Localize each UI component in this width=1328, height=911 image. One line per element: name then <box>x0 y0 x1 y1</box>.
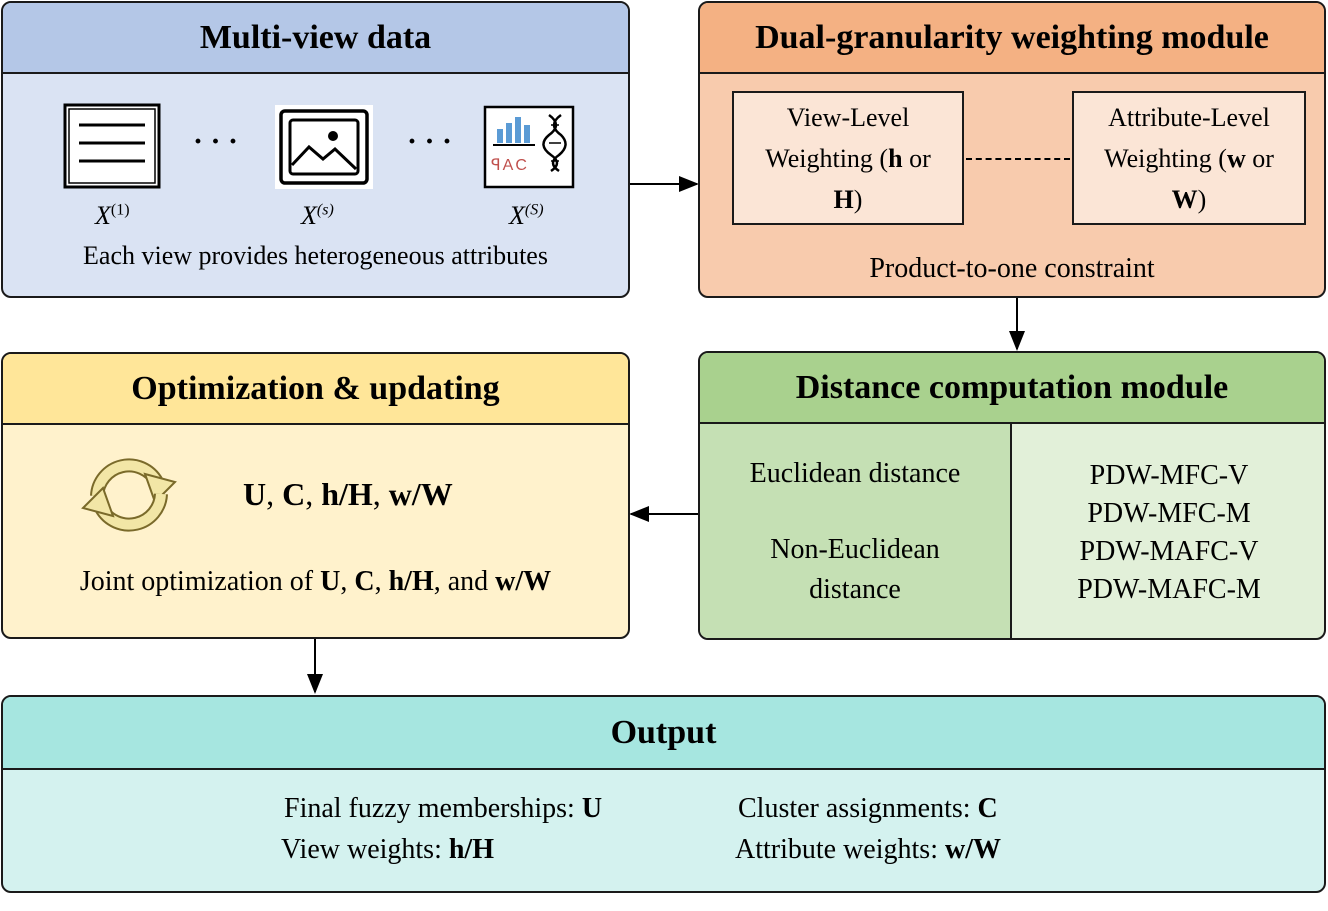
joint-sep2: , <box>374 566 389 597</box>
view-level-close: ) <box>853 185 863 214</box>
multiview-title: Multi-view data <box>3 3 628 74</box>
view-label-1-sup: (1) <box>110 201 130 219</box>
joint-sep1: , <box>340 566 355 597</box>
var-sep3: , <box>372 476 389 512</box>
joint-C: C <box>354 566 375 597</box>
clusters-label: Cluster assignments: <box>738 793 978 824</box>
view-level-weighting-box: View-Level Weighting (h or H) <box>732 91 964 225</box>
view-weights: View weights: h/H <box>281 834 494 866</box>
view-label-s: X(s) <box>301 201 334 231</box>
attr-level-line3: W) <box>1074 179 1304 220</box>
view-weights-hH: h/H <box>448 834 494 865</box>
multiview-panel: Multi-view data · · · · · · <box>1 1 630 298</box>
view-label-1: X(1) <box>95 201 130 231</box>
dashed-connector <box>966 158 1070 160</box>
view-level-sym-H: H <box>833 185 854 214</box>
output-panel: Output Final fuzzy memberships: U Cluste… <box>1 695 1326 893</box>
attr-level-sym-w: w <box>1226 144 1246 173</box>
distance-types-column: Euclidean distance Non-Euclidean distanc… <box>700 424 1012 638</box>
method-item: PDW-MFC-M <box>1087 498 1251 529</box>
method-item: PDW-MAFC-V <box>1079 536 1259 567</box>
view-label-S: X(S) <box>509 201 544 231</box>
memberships-label: Final fuzzy memberships: <box>284 793 582 824</box>
var-sep1: , <box>266 476 283 512</box>
joint-wW: w/W <box>495 566 552 597</box>
view-label-S-base: X <box>509 201 525 230</box>
attribute-weights: Attribute weights: w/W <box>735 834 1001 866</box>
attr-level-line2-pre: Weighting ( <box>1104 144 1227 173</box>
joint-sep3: , and <box>433 566 496 597</box>
distance-title: Distance computation module <box>700 353 1324 424</box>
attr-level-sym-W: W <box>1171 185 1198 214</box>
weighting-panel: Dual-granularity weighting module View-L… <box>698 1 1326 298</box>
optimization-panel: Optimization & updating U, C, h/H, w/W J… <box>1 352 630 639</box>
optimization-variables: U, C, h/H, w/W <box>243 476 453 513</box>
view-level-sym-h: h <box>888 144 903 173</box>
view-label-S-sup: (S) <box>524 201 544 219</box>
memberships-U: U <box>581 793 603 824</box>
attr-level-mid: or <box>1245 144 1274 173</box>
var-U: U <box>243 476 267 512</box>
weighting-title: Dual-granularity weighting module <box>700 3 1324 74</box>
distance-panel: Distance computation module Euclidean di… <box>698 351 1326 640</box>
view-label-1-base: X <box>95 201 111 230</box>
multiview-caption: Each view provides heterogeneous attribu… <box>83 241 548 270</box>
view-level-line3: H) <box>734 179 962 220</box>
attr-level-line2: Weighting (w or <box>1074 138 1304 179</box>
document-icon <box>63 101 163 191</box>
euclidean-distance: Euclidean distance <box>749 458 961 489</box>
var-wW: w/W <box>388 476 453 512</box>
attr-level-line1: Attribute-Level <box>1108 103 1270 132</box>
optimization-title: Optimization & updating <box>3 354 628 425</box>
output-title: Output <box>3 697 1324 770</box>
non-euclidean-line1: Non-Euclidean <box>770 534 940 565</box>
view-label-s-base: X <box>301 201 317 230</box>
var-hH: h/H <box>321 476 373 512</box>
joint-optimization-caption: Joint optimization of U, C, h/H, and w/W <box>3 566 628 598</box>
product-to-one-constraint: Product-to-one constraint <box>869 253 1155 284</box>
attr-weights-label: Attribute weights: <box>735 834 945 865</box>
non-euclidean-line2: distance <box>809 574 901 605</box>
final-memberships: Final fuzzy memberships: U <box>284 793 602 825</box>
joint-hH: h/H <box>388 566 434 597</box>
attr-weights-wW: w/W <box>944 834 1001 865</box>
view-level-line1: View-Level <box>786 103 910 132</box>
clusters-C: C <box>977 793 998 824</box>
view-level-line2: Weighting (h or <box>734 138 962 179</box>
ellipsis-2: · · · <box>407 125 453 158</box>
method-item: PDW-MAFC-M <box>1077 574 1261 605</box>
attr-level-close: ) <box>1197 185 1207 214</box>
var-sep2: , <box>305 476 322 512</box>
cluster-assignments: Cluster assignments: C <box>738 793 998 825</box>
mixed-data-icon-text: ꟼAC <box>491 157 529 174</box>
view-weights-label: View weights: <box>281 834 449 865</box>
method-list: PDW-MFC-V PDW-MFC-M PDW-MAFC-V PDW-MAFC-… <box>1012 457 1324 609</box>
image-icon <box>273 103 375 191</box>
view-label-s-sup: (s) <box>316 201 334 219</box>
method-item: PDW-MFC-V <box>1089 460 1249 491</box>
joint-U: U <box>320 566 341 597</box>
joint-pre: Joint optimization of <box>79 566 321 597</box>
attribute-level-weighting-box: Attribute-Level Weighting (w or W) <box>1072 91 1306 225</box>
refresh-cycle-icon <box>75 448 183 540</box>
view-level-line2-pre: Weighting ( <box>765 144 889 173</box>
ellipsis-1: · · · <box>193 125 239 158</box>
mixed-data-icon: ꟼAC <box>483 103 575 191</box>
var-C: C <box>282 476 306 512</box>
view-level-mid: or <box>902 144 931 173</box>
